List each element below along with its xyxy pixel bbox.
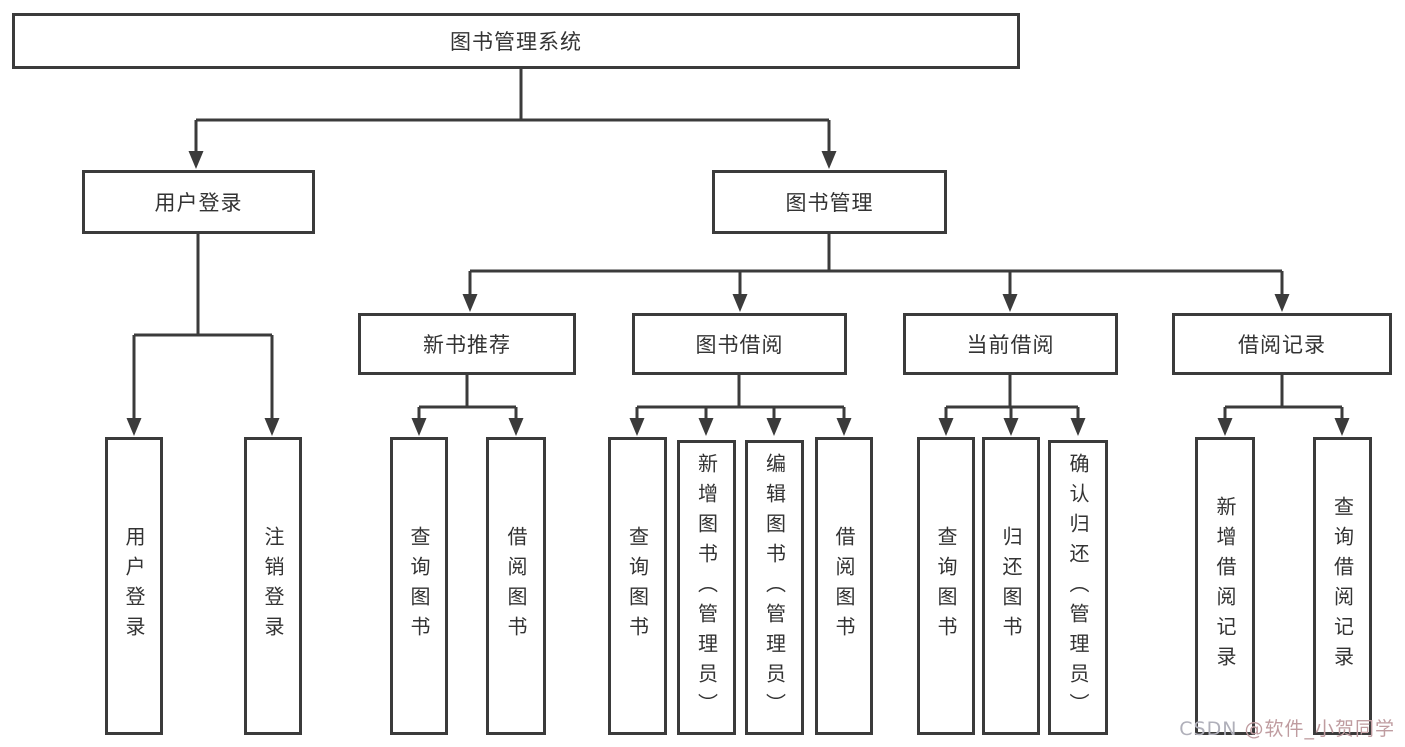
node-leaf-user-login-label: 用户登录 — [122, 526, 146, 646]
node-leaf-borrow-book-recommend-label: 借阅图书 — [504, 526, 528, 646]
node-leaf-borrow-book-label: 借阅图书 — [832, 526, 856, 646]
node-borrow-records-label: 借阅记录 — [1238, 333, 1326, 357]
node-leaf-query-borrow-record: 查询借阅记录 — [1313, 437, 1372, 735]
node-leaf-query-book-recommend-label: 查询图书 — [407, 526, 431, 646]
node-borrow-records: 借阅记录 — [1172, 313, 1392, 375]
node-leaf-add-book-admin-label: 新增图书（管理员） — [694, 452, 719, 723]
node-leaf-user-login: 用户登录 — [105, 437, 163, 735]
node-leaf-logout-label: 注销登录 — [261, 526, 285, 646]
node-book-management: 图书管理 — [712, 170, 947, 234]
node-current-borrow: 当前借阅 — [903, 313, 1118, 375]
node-current-borrow-label: 当前借阅 — [966, 333, 1055, 357]
node-new-book-recommend-label: 新书推荐 — [423, 333, 511, 357]
node-leaf-edit-book-admin-label: 编辑图书（管理员） — [762, 452, 787, 723]
node-book-borrow: 图书借阅 — [632, 313, 847, 375]
node-leaf-query-book-current-label: 查询图书 — [934, 526, 958, 646]
node-user-login-label: 用户登录 — [154, 191, 243, 215]
node-leaf-borrow-book: 借阅图书 — [815, 437, 873, 735]
node-leaf-query-book-recommend: 查询图书 — [390, 437, 448, 735]
node-leaf-query-borrow-record-label: 查询借阅记录 — [1330, 496, 1355, 676]
node-leaf-add-borrow-record: 新增借阅记录 — [1195, 437, 1255, 735]
node-leaf-logout: 注销登录 — [244, 437, 302, 735]
node-leaf-borrow-book-recommend: 借阅图书 — [486, 437, 546, 735]
node-leaf-confirm-return-admin: 确认归还（管理员） — [1048, 440, 1108, 735]
node-leaf-query-book-borrow-label: 查询图书 — [625, 526, 650, 646]
arrowhead-icons — [126, 151, 1350, 436]
node-leaf-add-book-admin: 新增图书（管理员） — [677, 440, 736, 735]
node-leaf-add-borrow-record-label: 新增借阅记录 — [1213, 496, 1237, 676]
node-leaf-return-book: 归还图书 — [982, 437, 1040, 735]
node-leaf-query-book-borrow: 查询图书 — [608, 437, 667, 735]
node-leaf-query-book-current: 查询图书 — [917, 437, 975, 735]
node-leaf-return-book-label: 归还图书 — [999, 526, 1023, 646]
node-user-login: 用户登录 — [82, 170, 315, 234]
node-book-borrow-label: 图书借阅 — [695, 333, 784, 357]
node-leaf-confirm-return-admin-label: 确认归还（管理员） — [1066, 452, 1090, 723]
node-root-system: 图书管理系统 — [12, 13, 1020, 69]
node-book-management-label: 图书管理 — [785, 191, 874, 215]
node-leaf-edit-book-admin: 编辑图书（管理员） — [745, 440, 804, 735]
node-new-book-recommend: 新书推荐 — [358, 313, 576, 375]
node-root-system-label: 图书管理系统 — [450, 30, 582, 54]
